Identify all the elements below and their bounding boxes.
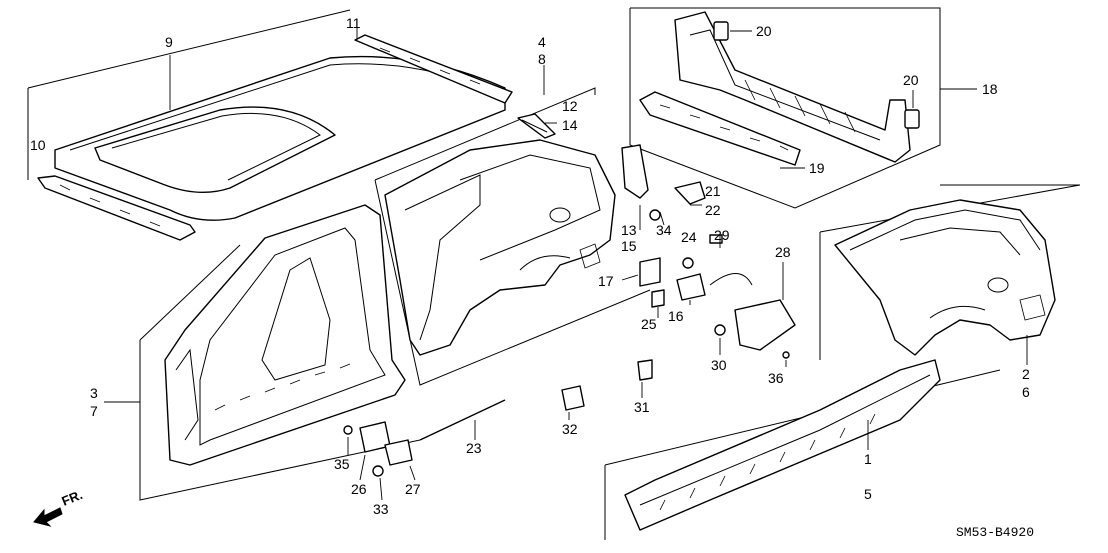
front-arrow: FR. (33, 487, 85, 527)
label-32: 32 (562, 421, 578, 437)
label-22: 22 (705, 202, 721, 218)
label-36: 36 (768, 370, 784, 386)
label-20-right: 20 (903, 72, 919, 88)
label-27: 27 (405, 481, 421, 497)
label-28: 28 (775, 244, 791, 260)
label-35: 35 (334, 456, 350, 472)
front-arrow-label: FR. (60, 487, 85, 509)
quarter-panel (819, 184, 1081, 360)
label-34: 34 (656, 222, 672, 238)
side-sill (604, 359, 1001, 540)
label-15: 15 (621, 238, 637, 254)
label-10: 10 (30, 137, 46, 153)
label-20-top: 20 (756, 23, 772, 39)
small-parts (343, 144, 796, 477)
label-25: 25 (641, 316, 657, 332)
inner-side-panel (139, 204, 421, 501)
label-17: 17 (598, 273, 614, 289)
roof-panel (27, 9, 513, 241)
label-31: 31 (634, 399, 650, 415)
label-13: 13 (621, 222, 637, 238)
drawing-code: SM53-B4920 (956, 525, 1034, 540)
label-16: 16 (668, 308, 684, 324)
label-30: 30 (711, 357, 727, 373)
label-3: 3 (90, 385, 98, 401)
leader-lines (104, 28, 1080, 501)
label-7: 7 (90, 403, 98, 419)
label-9: 9 (165, 34, 173, 50)
label-24: 24 (681, 229, 697, 245)
outer-side-panel (374, 87, 651, 386)
label-5: 5 (864, 486, 872, 502)
label-26: 26 (351, 481, 367, 497)
label-23: 23 (466, 440, 482, 456)
label-21: 21 (705, 183, 721, 199)
bracket-12-14 (517, 113, 556, 139)
arrow-icon (33, 507, 63, 527)
label-18: 18 (982, 81, 998, 97)
label-14: 14 (562, 117, 578, 133)
label-12: 12 (562, 98, 578, 114)
label-19: 19 (809, 160, 825, 176)
label-1: 1 (864, 451, 872, 467)
label-2: 2 (1022, 366, 1030, 382)
label-4: 4 (538, 34, 546, 50)
label-6: 6 (1022, 384, 1030, 400)
label-8: 8 (538, 51, 546, 67)
label-29: 29 (714, 227, 730, 243)
rear-panel (629, 7, 941, 209)
label-33: 33 (373, 501, 389, 517)
label-11: 11 (346, 15, 361, 31)
